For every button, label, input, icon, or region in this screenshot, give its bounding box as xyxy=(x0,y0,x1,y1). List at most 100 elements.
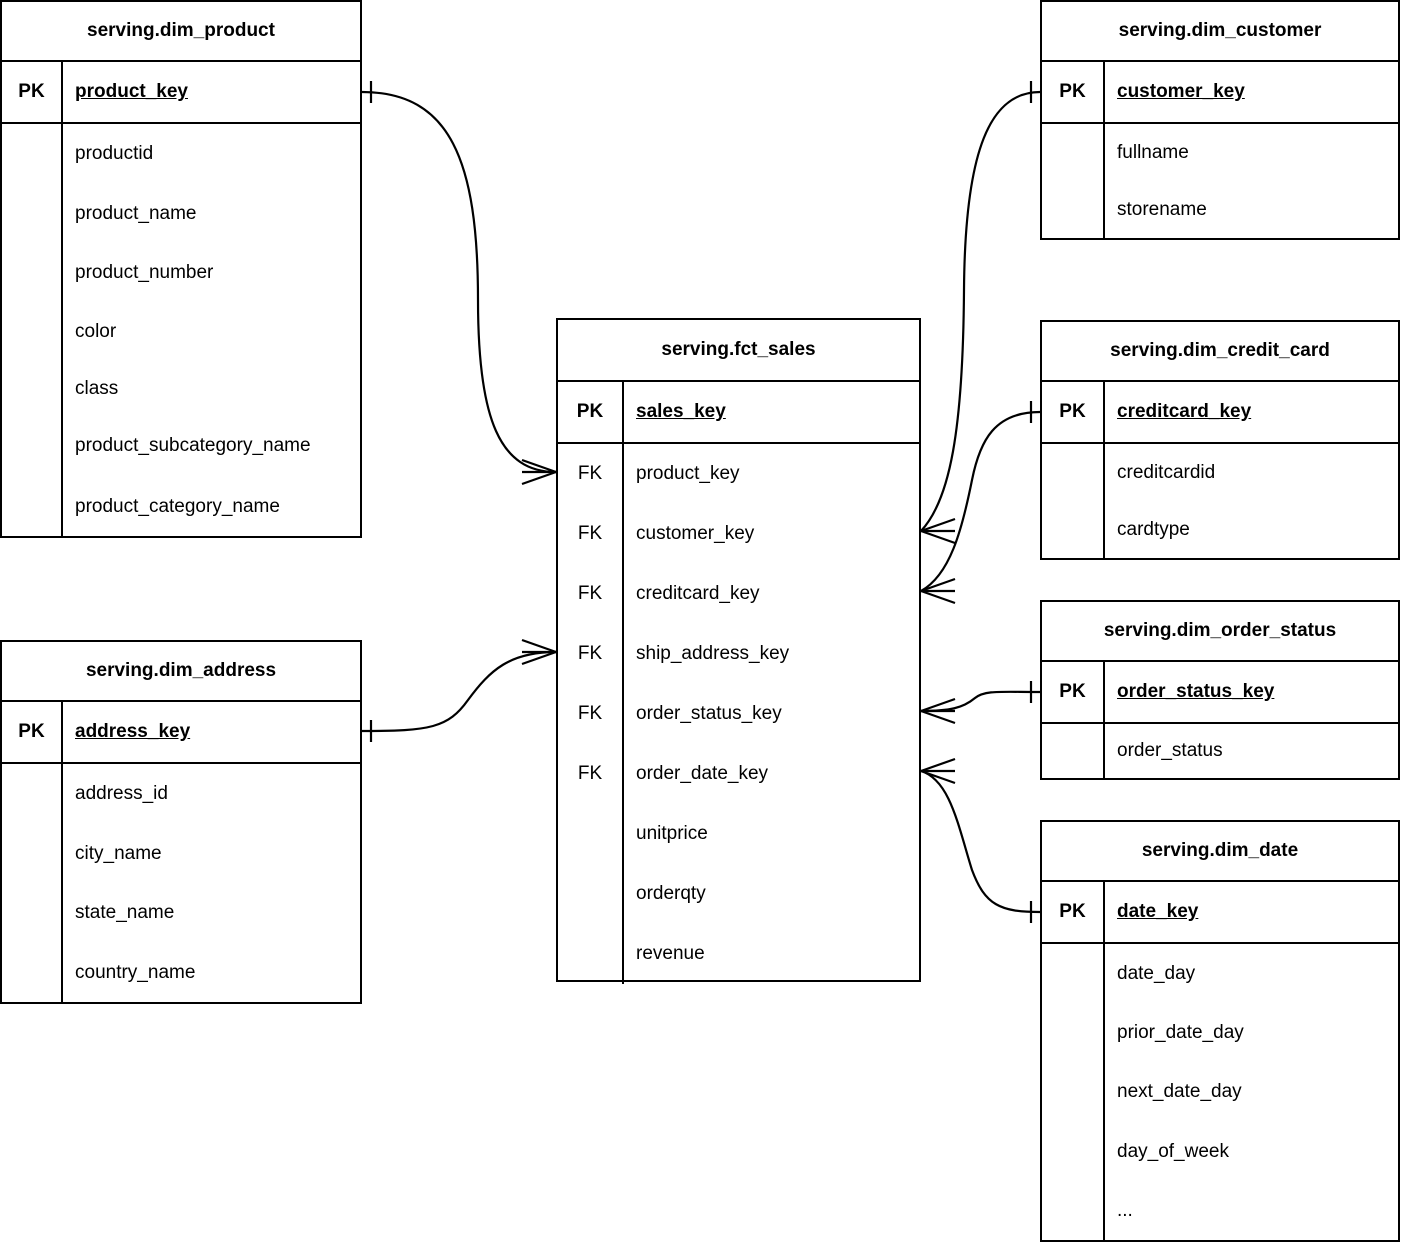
entity-title-dim_product: serving.dim_product xyxy=(2,2,360,62)
pk-field-dim_credit_card: creditcard_key xyxy=(1117,401,1252,423)
field-name-fct_sales-ship_address_key: ship_address_key xyxy=(636,643,790,665)
attribute-dim_date-date_day: date_day xyxy=(1117,962,1196,984)
field-name-fct_sales-creditcard_key: creditcard_key xyxy=(636,583,760,605)
crowsfoot-lower-date-to-sales xyxy=(920,769,956,785)
fk-badge-fct_sales-customer_key: FK xyxy=(558,504,624,564)
attribute-dim_customer-storename: storename xyxy=(1117,199,1207,221)
entity-title-dim_credit_card: serving.dim_credit_card xyxy=(1042,322,1398,382)
key-blank-fct_sales-orderqty xyxy=(558,864,624,924)
pk-field-dim_date: date_key xyxy=(1117,901,1199,923)
crowsfoot-lower-orderstatus-to-sales xyxy=(920,709,956,725)
pk-row-dim_customer[interactable]: PK customer_key xyxy=(1042,62,1398,124)
key-blank-fct_sales-revenue xyxy=(558,924,624,984)
attribute-dim_credit_card-creditcardid: creditcardid xyxy=(1117,462,1216,484)
relationship-address-to-sales xyxy=(361,650,557,733)
attribute-dim_date-prior_date_day: prior_date_day xyxy=(1117,1022,1244,1044)
pk-badge-dim_address: PK xyxy=(2,702,63,762)
attribute-key-column-dim_address xyxy=(2,764,63,1002)
pk-badge-dim_order_status: PK xyxy=(1042,662,1105,722)
attribute-dim_address-city_name: city_name xyxy=(75,842,162,864)
attribute-key-column-dim_customer xyxy=(1042,124,1105,238)
pk-row-dim_date[interactable]: PK date_key xyxy=(1042,882,1398,944)
attribute-dim_date-day_of_week: day_of_week xyxy=(1117,1140,1229,1162)
attribute-dim_product-product_name: product_name xyxy=(75,202,197,224)
entity-title-fct_sales: serving.fct_sales xyxy=(558,320,919,382)
pk-row-dim_product[interactable]: PK product_key xyxy=(2,62,360,124)
field-name-fct_sales-order_date_key: order_date_key xyxy=(636,763,769,785)
entity-title-dim_address: serving.dim_address xyxy=(2,642,360,702)
attribute-key-column-dim_product xyxy=(2,124,63,536)
attribute-dim_credit_card-cardtype: cardtype xyxy=(1117,519,1190,541)
key-blank-fct_sales-unitprice xyxy=(558,804,624,864)
field-name-fct_sales-unitprice: unitprice xyxy=(636,823,708,845)
fk-badge-fct_sales-order_status_key: FK xyxy=(558,684,624,744)
attribute-list-dim_date: date_day prior_date_day next_date_day day_o… xyxy=(1105,944,1398,1240)
entity-title-dim_date: serving.dim_date xyxy=(1042,822,1398,882)
field-row-fct_sales-order_status_key[interactable]: FK order_status_key xyxy=(558,684,919,744)
pk-field-dim_address: address_key xyxy=(75,721,191,743)
entity-title-dim_customer: serving.dim_customer xyxy=(1042,2,1398,62)
field-row-fct_sales-orderqty[interactable]: orderqty xyxy=(558,864,919,924)
attribute-key-column-dim_order_status xyxy=(1042,724,1105,778)
pk-row-dim_address[interactable]: PK address_key xyxy=(2,702,360,764)
entity-title-dim_order_status: serving.dim_order_status xyxy=(1042,602,1398,662)
attribute-dim_address-country_name: country_name xyxy=(75,961,196,983)
attribute-dim_product-product_category_name: product_category_name xyxy=(75,495,280,517)
crowsfoot-upper-product-to-sales xyxy=(521,458,557,474)
crowsfoot-upper-address-to-sales xyxy=(521,638,557,654)
attribute-dim_address-address_id: address_id xyxy=(75,783,168,805)
field-row-fct_sales-unitprice[interactable]: unitprice xyxy=(558,804,919,864)
field-row-fct_sales-ship_address_key[interactable]: FK ship_address_key xyxy=(558,624,919,684)
pk-field-dim_product: product_key xyxy=(75,81,188,103)
field-name-fct_sales-revenue: revenue xyxy=(636,943,705,965)
relationship-creditcard-to-sales xyxy=(920,410,1041,592)
attribute-dim_product-product_subcategory_name: product_subcategory_name xyxy=(75,435,311,457)
pk-badge-dim_customer: PK xyxy=(1042,62,1105,122)
crowsfoot-upper-orderstatus-to-sales xyxy=(920,697,956,713)
attribute-dim_order_status-order_status: order_status xyxy=(1117,740,1223,762)
fk-badge-fct_sales-product_key: FK xyxy=(558,444,624,504)
attributes-dim_credit_card: creditcardid cardtype xyxy=(1042,444,1398,558)
crowsfoot-lower-creditcard-to-sales xyxy=(920,589,956,605)
pk-badge-dim_product: PK xyxy=(2,62,63,122)
crowsfoot-upper-date-to-sales xyxy=(920,757,956,773)
attribute-dim_address-state_name: state_name xyxy=(75,902,175,924)
attributes-dim_order_status: order_status xyxy=(1042,724,1398,778)
attributes-dim_customer: fullname storename xyxy=(1042,124,1398,238)
crowsfoot-lower-address-to-sales xyxy=(521,650,557,666)
attribute-dim_customer-fullname: fullname xyxy=(1117,142,1189,164)
field-row-fct_sales-product_key[interactable]: FK product_key xyxy=(558,444,919,504)
attribute-key-column-dim_date xyxy=(1042,944,1105,1240)
pk-field-fct_sales: sales_key xyxy=(636,401,726,423)
attribute-dim_date-...: ... xyxy=(1117,1199,1133,1221)
fk-badge-fct_sales-ship_address_key: FK xyxy=(558,624,624,684)
pk-badge-dim_date: PK xyxy=(1042,882,1105,942)
attribute-dim_date-next_date_day: next_date_day xyxy=(1117,1081,1242,1103)
attribute-list-dim_credit_card: creditcardid cardtype xyxy=(1105,444,1398,558)
field-name-fct_sales-order_status_key: order_status_key xyxy=(636,703,782,725)
crowsfoot-upper-customer-to-sales xyxy=(920,517,956,533)
attribute-list-dim_order_status: order_status xyxy=(1105,724,1398,778)
field-row-fct_sales-revenue[interactable]: revenue xyxy=(558,924,919,984)
relationship-orderstatus-to-sales xyxy=(920,690,1041,713)
crowsfoot-lower-product-to-sales xyxy=(521,470,557,486)
relationship-product-to-sales xyxy=(361,90,557,474)
field-name-fct_sales-product_key: product_key xyxy=(636,463,740,485)
pk-field-dim_customer: customer_key xyxy=(1117,81,1245,103)
attributes-dim_address: address_id city_name state_name country_nam… xyxy=(2,764,360,1002)
